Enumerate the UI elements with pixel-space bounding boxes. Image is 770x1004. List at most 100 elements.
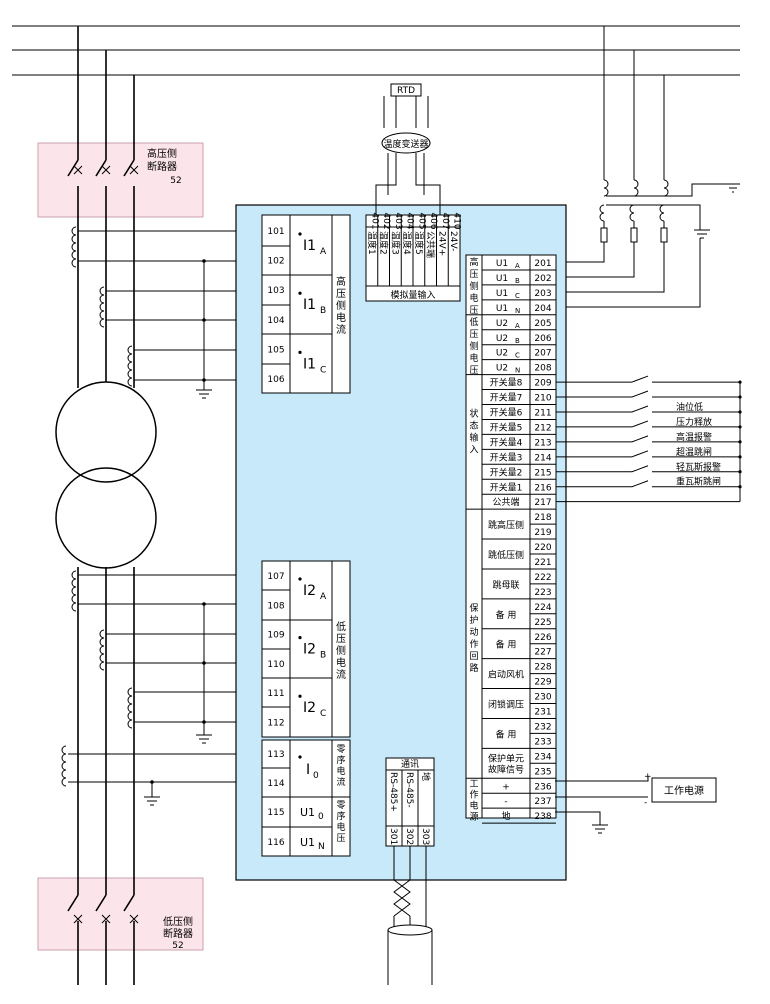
- bus-bars: [12, 25, 740, 76]
- terminal-number: 213: [534, 438, 551, 448]
- lv-breaker-label-1: 低压侧: [163, 915, 193, 928]
- lv-current-transformers: [71, 570, 262, 744]
- zero-voltage-sub: N: [318, 842, 325, 852]
- lv_current-terminal: 109: [267, 631, 284, 641]
- hv_current-terminal: 101: [267, 227, 284, 237]
- zero-current-name: I: [306, 762, 310, 778]
- terminal-number: 231: [534, 708, 551, 718]
- lv-voltage-name-sub: B: [515, 337, 520, 345]
- status-input-label: 开关量2: [490, 466, 523, 478]
- transformer-winding-lv: [55, 467, 157, 569]
- hv_current-channel-name: I1: [303, 297, 316, 313]
- analog-label: 温度4: [401, 231, 413, 255]
- status-input-label: 开关量3: [490, 451, 523, 463]
- analog-terminal: 403: [393, 212, 403, 229]
- comm-label: RS-485-: [404, 772, 414, 808]
- protection-label: 备 用: [496, 728, 517, 740]
- terminal-number: 205: [534, 319, 551, 329]
- analog-terminal: 407: [440, 212, 450, 229]
- polarity-dot: [298, 636, 302, 640]
- protection-label: 保护单元故障信号: [488, 752, 524, 775]
- terminal-number: 233: [534, 737, 551, 747]
- hv-current-title: 高压侧电流: [336, 275, 346, 336]
- analog-terminal: 405: [416, 212, 426, 229]
- protection-label: 跳高压侧: [488, 519, 524, 531]
- lv-voltage-name-sub: C: [515, 352, 520, 360]
- analog-label: 温度1: [366, 231, 378, 255]
- analog-input-title: 模拟量输入: [390, 289, 435, 301]
- analog-terminal: 404: [405, 212, 415, 229]
- lv-voltage-name-sub: A: [515, 322, 520, 330]
- hv-breaker-label-2: 断路器: [147, 160, 177, 173]
- power-supply-wiring: + -: [555, 772, 717, 834]
- analog-label: 温度5: [413, 231, 425, 255]
- status-input-label: 开关量7: [490, 392, 523, 404]
- hv-breaker-label-1: 高压侧: [147, 147, 177, 160]
- terminal-number: 230: [534, 693, 551, 703]
- lv-voltage-name: U2: [496, 364, 508, 374]
- hv_current-channel-sub: B: [320, 306, 326, 316]
- terminal-number: 220: [534, 543, 551, 553]
- status-input-label: 公共端: [492, 496, 519, 508]
- analog-terminal: 401: [369, 212, 379, 229]
- lv-breaker-code: 52: [172, 941, 183, 951]
- terminal-number: 222: [534, 573, 551, 583]
- terminal-number: 204: [534, 304, 551, 314]
- zero-current-terminal: 113: [267, 750, 284, 760]
- terminal-number: 238: [534, 812, 551, 822]
- lv-breaker-label-2: 断路器: [163, 927, 193, 940]
- protection-label: 跳母联: [492, 579, 519, 591]
- transformer-winding-hv: [55, 381, 157, 483]
- zero-voltage-name: U1: [300, 836, 315, 849]
- zero-current-sub: 0: [313, 771, 319, 781]
- terminal-number: 208: [534, 364, 551, 374]
- terminal-number: 237: [534, 797, 551, 807]
- status-input-label: 开关量5: [490, 421, 523, 433]
- lv-voltage-name: U2: [496, 334, 508, 344]
- protection-label: 闭锁调压: [488, 699, 524, 711]
- lv_current-channel-sub: C: [320, 709, 326, 719]
- hv-voltage-name-sub: A: [515, 262, 520, 270]
- hv-voltage-name: U1: [496, 304, 508, 314]
- protection-title: 保护动作回路: [469, 602, 478, 674]
- hv_current-channel-name: I1: [303, 238, 316, 254]
- communication-title: 通讯: [401, 759, 419, 770]
- hv-current-transformers: [71, 226, 262, 399]
- terminal-number: 226: [534, 633, 551, 643]
- analog-label: 温度2: [378, 231, 390, 255]
- analog-terminal: 402: [381, 212, 391, 229]
- analog-terminal: 406: [428, 212, 438, 229]
- analog-label: 24V+: [436, 231, 446, 256]
- comm-label: RS-485+: [388, 772, 398, 812]
- lv-breaker-box: [37, 877, 204, 951]
- terminal-number: 217: [534, 498, 551, 508]
- lv_current-terminal: 107: [267, 572, 284, 582]
- terminal-number: 236: [534, 782, 551, 792]
- terminal-number: 227: [534, 648, 551, 658]
- terminal-number: 215: [534, 468, 551, 478]
- terminal-number: 209: [534, 379, 551, 389]
- terminal-number: 229: [534, 678, 551, 688]
- lv_current-terminal: 108: [267, 601, 284, 611]
- hv-voltage-name: U1: [496, 289, 508, 299]
- power-source-label: 工作电源: [664, 784, 704, 797]
- terminal-number: 211: [534, 409, 551, 419]
- terminal-number: 234: [534, 752, 551, 762]
- hv_current-terminal: 103: [267, 286, 284, 296]
- terminal-number: 210: [534, 394, 551, 404]
- terminal-stubs: [375, 205, 441, 215]
- terminal-number: 224: [534, 603, 551, 613]
- terminal-number: 203: [534, 289, 551, 299]
- svg-text:-: -: [644, 798, 647, 808]
- analog-label: 24V-: [448, 231, 458, 251]
- power-title: 工作电源: [469, 779, 478, 822]
- rtd-label: RTD: [397, 86, 415, 96]
- terminal-number: 207: [534, 349, 551, 359]
- terminal-number: 228: [534, 663, 551, 673]
- terminal-number: 218: [534, 513, 551, 523]
